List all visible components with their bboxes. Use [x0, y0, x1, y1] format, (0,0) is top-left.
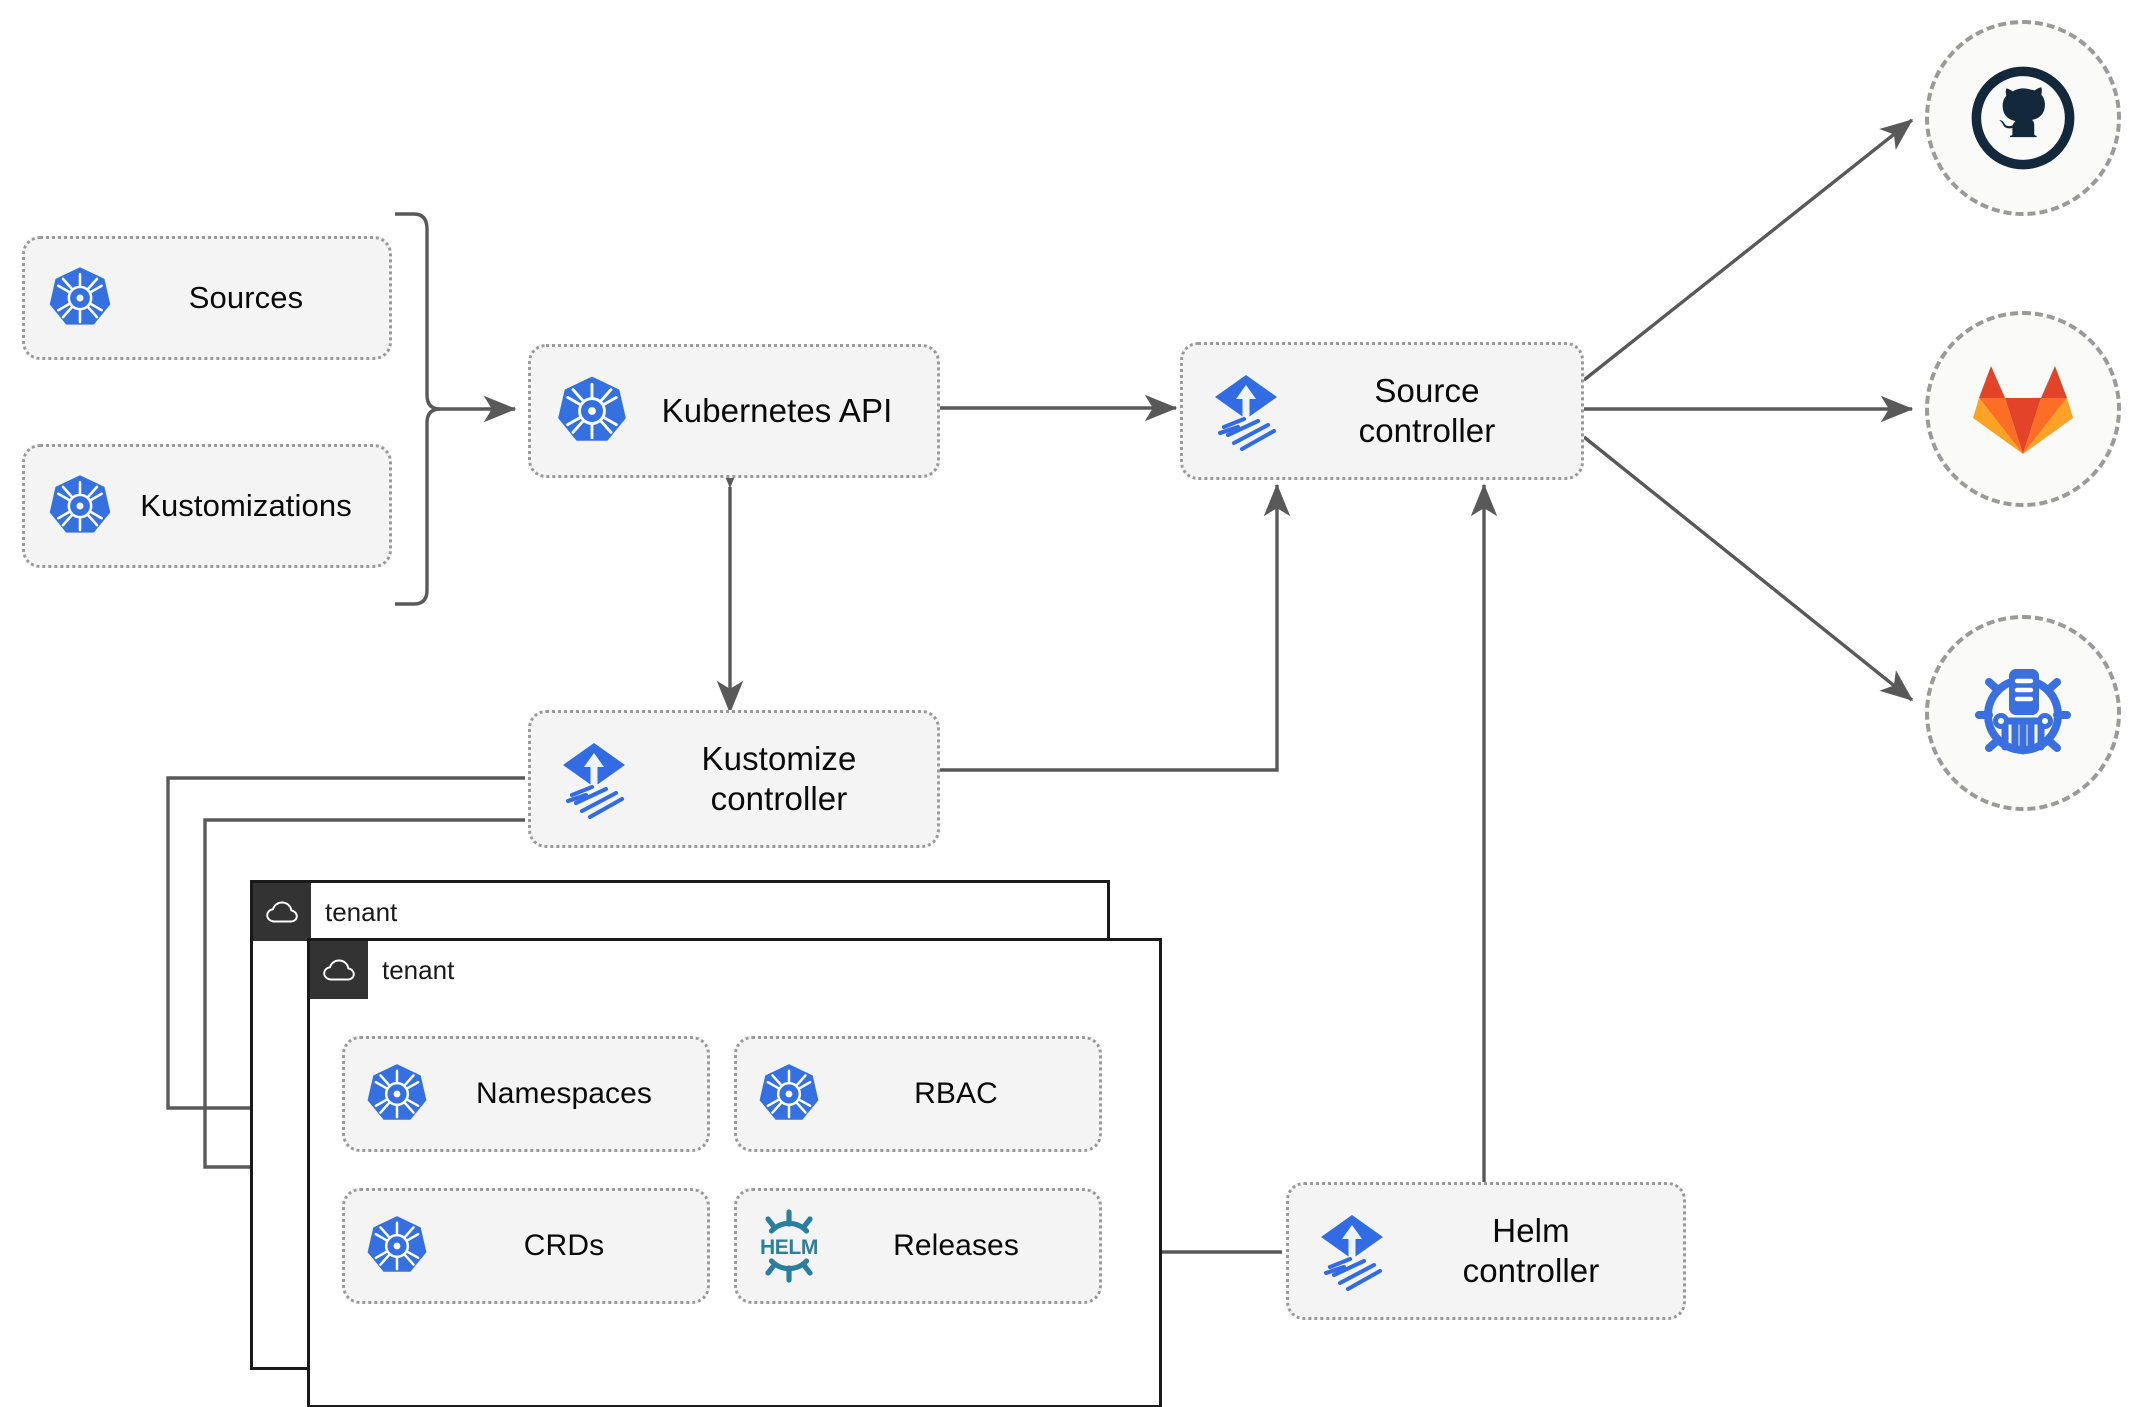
cloud-icon: [310, 941, 368, 999]
node-label: Kubernetes API: [661, 391, 893, 429]
node-label: RBAC: [914, 1076, 998, 1110]
edge-sourcectrl-github: [1582, 118, 1914, 382]
cloud-icon: [253, 883, 311, 941]
svg-text:HELM: HELM: [760, 1236, 818, 1259]
node-label: Releases: [893, 1228, 1019, 1262]
oci-registry-icon: [1975, 669, 2071, 755]
node-namespaces[interactable]: Namespaces: [342, 1036, 710, 1152]
tenant-header: tenant: [310, 941, 454, 999]
tenant-header: tenant: [253, 883, 397, 941]
node-kubernetes-api[interactable]: Kubernetes API: [528, 344, 940, 478]
node-releases[interactable]: HELM Releases: [734, 1188, 1102, 1304]
node-label: Namespaces: [475, 1076, 653, 1110]
edge-group-bracket: [395, 212, 441, 606]
node-label: Source controller: [1358, 371, 1496, 449]
tenant-label: tenant: [382, 954, 455, 985]
node-label: Kustomize controller: [701, 739, 857, 817]
node-helm-controller[interactable]: Helm controller: [1286, 1182, 1686, 1320]
node-label: Sources: [188, 280, 304, 316]
edge-kustomizectrl-sourcectrl: [938, 483, 1291, 772]
provider-github[interactable]: [1925, 20, 2121, 216]
github-icon: [1971, 66, 2075, 170]
tenant-container-front: tenant: [307, 938, 1162, 1407]
node-kustomizations[interactable]: Kustomizations: [22, 444, 392, 568]
tenant-label: tenant: [325, 896, 398, 927]
node-label: Kustomizations: [140, 488, 352, 524]
kubernetes-icon: [41, 264, 119, 332]
kubernetes-icon: [359, 1061, 435, 1127]
flux-icon: [1201, 369, 1291, 453]
flux-icon: [1307, 1209, 1397, 1293]
node-kustomize-controller[interactable]: Kustomize controller: [528, 710, 940, 848]
node-source-controller[interactable]: Source controller: [1180, 342, 1584, 480]
kubernetes-icon: [549, 373, 635, 449]
helm-icon: HELM: [751, 1209, 827, 1283]
node-crds[interactable]: CRDs: [342, 1188, 710, 1304]
node-sources[interactable]: Sources: [22, 236, 392, 360]
kubernetes-icon: [41, 472, 119, 540]
node-rbac[interactable]: RBAC: [734, 1036, 1102, 1152]
gitlab-icon: [1973, 366, 2073, 454]
provider-registry[interactable]: [1925, 615, 2121, 811]
edge-sourcectrl-registry: [1582, 435, 1914, 702]
flux-icon: [549, 737, 639, 821]
node-label: Helm controller: [1462, 1211, 1600, 1289]
kubernetes-icon: [359, 1213, 435, 1279]
kubernetes-icon: [751, 1061, 827, 1127]
provider-gitlab[interactable]: [1925, 311, 2121, 507]
node-label: CRDs: [523, 1228, 605, 1262]
